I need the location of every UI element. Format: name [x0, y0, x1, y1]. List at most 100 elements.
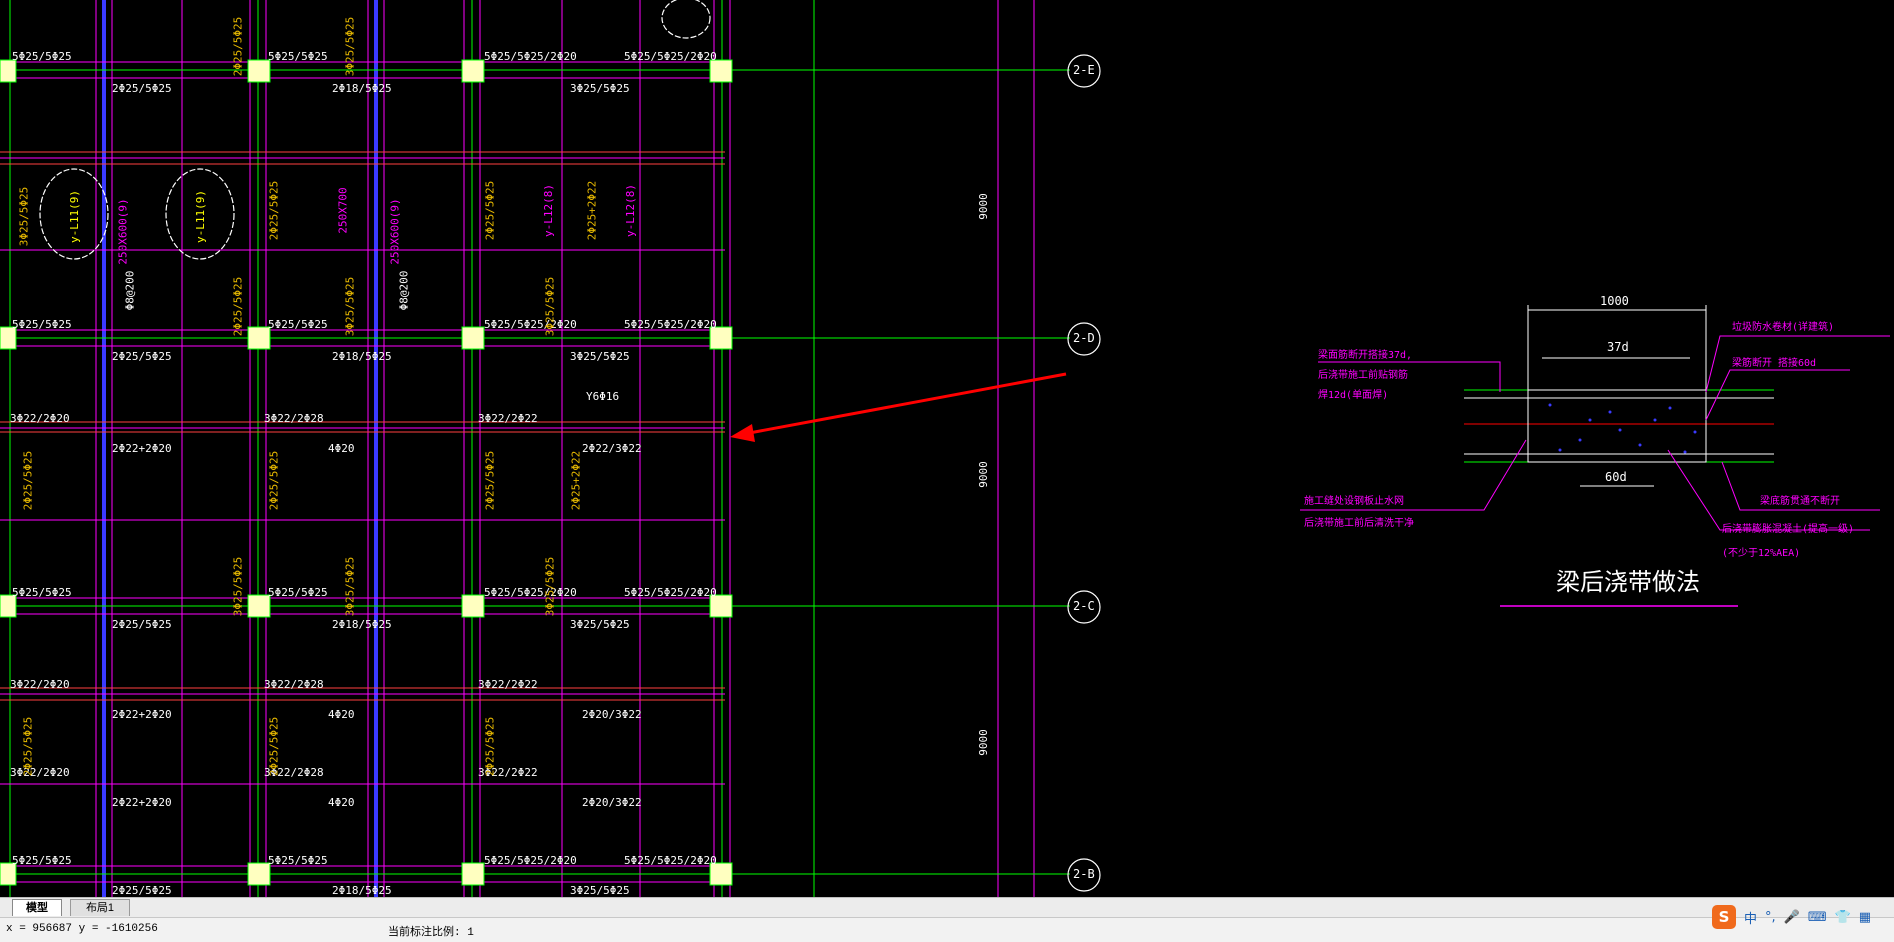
column — [461, 594, 485, 618]
beam-note: 2Φ22+2Φ20 — [112, 796, 172, 809]
beam-note: 3Φ22/2Φ20 — [10, 766, 70, 779]
detail-note: 后浇带施工前后清洗干净 — [1304, 518, 1414, 529]
column — [0, 862, 17, 886]
beam-label-vertical: 2Φ25/5Φ25 — [483, 716, 497, 777]
beam-label-vertical: 3Φ25/5Φ25 — [343, 16, 357, 77]
grid-label-2e: 2-E — [1073, 63, 1095, 77]
beam-note: 3Φ22/2Φ22 — [478, 766, 538, 779]
beam-note: 3Φ22/2Φ28 — [264, 766, 324, 779]
tab-layout1[interactable]: 布局1 — [70, 899, 130, 916]
beam-note: 5Φ25/5Φ25/2Φ20 — [484, 854, 577, 867]
beam-note: 5Φ25/5Φ25 — [12, 854, 72, 867]
grid-label-2d: 2-D — [1073, 331, 1095, 345]
detail-note: (不少于12%AEA) — [1722, 548, 1801, 559]
sogou-logo-icon[interactable]: S — [1712, 905, 1736, 929]
beam-note: 3Φ22/2Φ28 — [264, 412, 324, 425]
beam-label-vertical: 2Φ25/5Φ25 — [483, 450, 497, 511]
beam-note: 5Φ25/5Φ25 — [268, 854, 328, 867]
cad-drawing-canvas[interactable]: 2-E 2-D 2-C 2-B 9000 9000 9000 5Φ25/5Φ25… — [0, 0, 1894, 897]
beam-note: 3Φ22/2Φ28 — [264, 678, 324, 691]
beam-label-vertical: 3Φ25/5Φ25 — [543, 556, 557, 617]
beam-note: 2Φ22+2Φ20 — [112, 442, 172, 455]
column — [461, 59, 485, 83]
detail-note: 施工缝处设钢板止水网 — [1304, 496, 1404, 507]
pour-strip-detail — [1300, 305, 1890, 607]
beam-note: 3Φ22/2Φ20 — [10, 412, 70, 425]
beam-note: 3Φ25/5Φ25 — [570, 350, 630, 363]
beam-label-vertical: 2Φ25/5Φ25 — [267, 716, 281, 777]
column — [247, 862, 271, 886]
beam-note: 4Φ20 — [328, 442, 355, 455]
grid-axis-bubbles — [1067, 54, 1101, 892]
beam-note: 2Φ22+2Φ20 — [112, 708, 172, 721]
beam-label-vertical: 3Φ25/5Φ25 — [17, 186, 31, 247]
beam-note: 2Φ18/5Φ25 — [332, 618, 392, 631]
beam-label-vertical: 2Φ25/5Φ25 — [267, 450, 281, 511]
column — [0, 59, 17, 83]
detail-dim-top: 1000 — [1600, 294, 1629, 308]
beam-note: Y6Φ16 — [586, 390, 620, 403]
beam-label-vertical: 3Φ25/5Φ25 — [343, 276, 357, 337]
beam-note: 4Φ20 — [328, 708, 355, 721]
column — [709, 594, 733, 618]
beam-note: 2Φ18/5Φ25 — [332, 884, 392, 897]
ime-punctuation[interactable]: °, — [1765, 909, 1776, 925]
detail-title: 梁后浇带做法 — [1556, 568, 1700, 596]
beam-label-vertical: 2Φ25/5Φ25 — [483, 180, 497, 241]
beam-note: 5Φ25/5Φ25/2Φ20 — [484, 586, 577, 599]
detail-note: 梁面筋断开搭接37d, — [1318, 350, 1413, 361]
beam-label-vertical: 250X600(9) — [116, 198, 130, 265]
dimension-label: 9000 — [976, 193, 990, 220]
beam-note: 5Φ25/5Φ25 — [268, 586, 328, 599]
columns — [0, 59, 733, 886]
beam-note: 2Φ25/5Φ25 — [112, 350, 172, 363]
column — [461, 862, 485, 886]
beam-label-vertical: 250X700 — [336, 187, 350, 234]
detail-dim-mid: 37d — [1607, 340, 1629, 354]
column — [709, 59, 733, 83]
beam-note: 5Φ25/5Φ25/2Φ20 — [484, 318, 577, 331]
beam-label-vertical: 2Φ25+2Φ22 — [585, 180, 599, 241]
beam-note: 2Φ25/5Φ25 — [112, 618, 172, 631]
red-annotation-arrow — [730, 372, 1067, 442]
beam-label-vertical: 3Φ25/5Φ25 — [231, 556, 245, 617]
beam-note: 3Φ25/5Φ25 — [570, 618, 630, 631]
column — [709, 862, 733, 886]
beam-note: 3Φ22/2Φ22 — [478, 412, 538, 425]
beam-label-vertical: 250X600(9) — [388, 198, 402, 265]
apps-grid-icon[interactable]: ▦ — [1858, 909, 1872, 925]
detail-note: 后浇带施工前贴钢筋 — [1318, 370, 1408, 381]
layout-tab-bar: 模型 布局1 — [0, 897, 1894, 917]
dimension-label: 9000 — [976, 461, 990, 488]
keyboard-icon[interactable]: ⌨ — [1807, 909, 1827, 925]
rebar-lines — [0, 151, 725, 701]
beam-note: 5Φ25/5Φ25/2Φ20 — [624, 318, 717, 331]
beam-note: 2Φ20/3Φ22 — [582, 708, 642, 721]
tab-model[interactable]: 模型 — [12, 899, 62, 916]
drawing-labels: 2-E 2-D 2-C 2-B 9000 9000 9000 5Φ25/5Φ25… — [10, 16, 1854, 897]
ime-toolbar[interactable]: S 中 °, 🎤 ⌨ 👕 ▦ — [1712, 903, 1890, 931]
beam-label-vertical: Φ8@200 — [123, 270, 137, 311]
status-bar: x = 956687 y = -1610256 当前标注比例: 1 — [0, 917, 1894, 942]
revision-clouds — [39, 0, 711, 260]
grid-label-2c: 2-C — [1073, 599, 1095, 613]
microphone-icon[interactable]: 🎤 — [1783, 909, 1800, 925]
beam-note: 5Φ25/5Φ25 — [268, 318, 328, 331]
dimension-label: 9000 — [976, 729, 990, 756]
beam-note: 5Φ25/5Φ25/2Φ20 — [484, 50, 577, 63]
beam-note: 5Φ25/5Φ25 — [12, 50, 72, 63]
beam-note: 5Φ25/5Φ25 — [12, 586, 72, 599]
ime-language[interactable]: 中 — [1744, 911, 1758, 927]
detail-note: 梁底筋贯通不断开 — [1760, 496, 1840, 507]
drawing-svg — [0, 0, 1890, 897]
beam-label-vertical: 3Φ25/5Φ25 — [543, 276, 557, 337]
beam-note: 5Φ25/5Φ25 — [268, 50, 328, 63]
beam-note: 5Φ25/5Φ25/2Φ20 — [624, 586, 717, 599]
beam-label-vertical: 2Φ25/5Φ25 — [231, 276, 245, 337]
beam-label-vertical: 3Φ25/5Φ25 — [343, 556, 357, 617]
column — [709, 326, 733, 350]
beam-label-vertical: y-L11(9) — [67, 190, 81, 243]
shirt-icon[interactable]: 👕 — [1834, 909, 1851, 925]
beam-label-vertical: 2Φ25/5Φ25 — [267, 180, 281, 241]
beam-label-vertical: 2Φ25/5Φ25 — [21, 450, 35, 511]
